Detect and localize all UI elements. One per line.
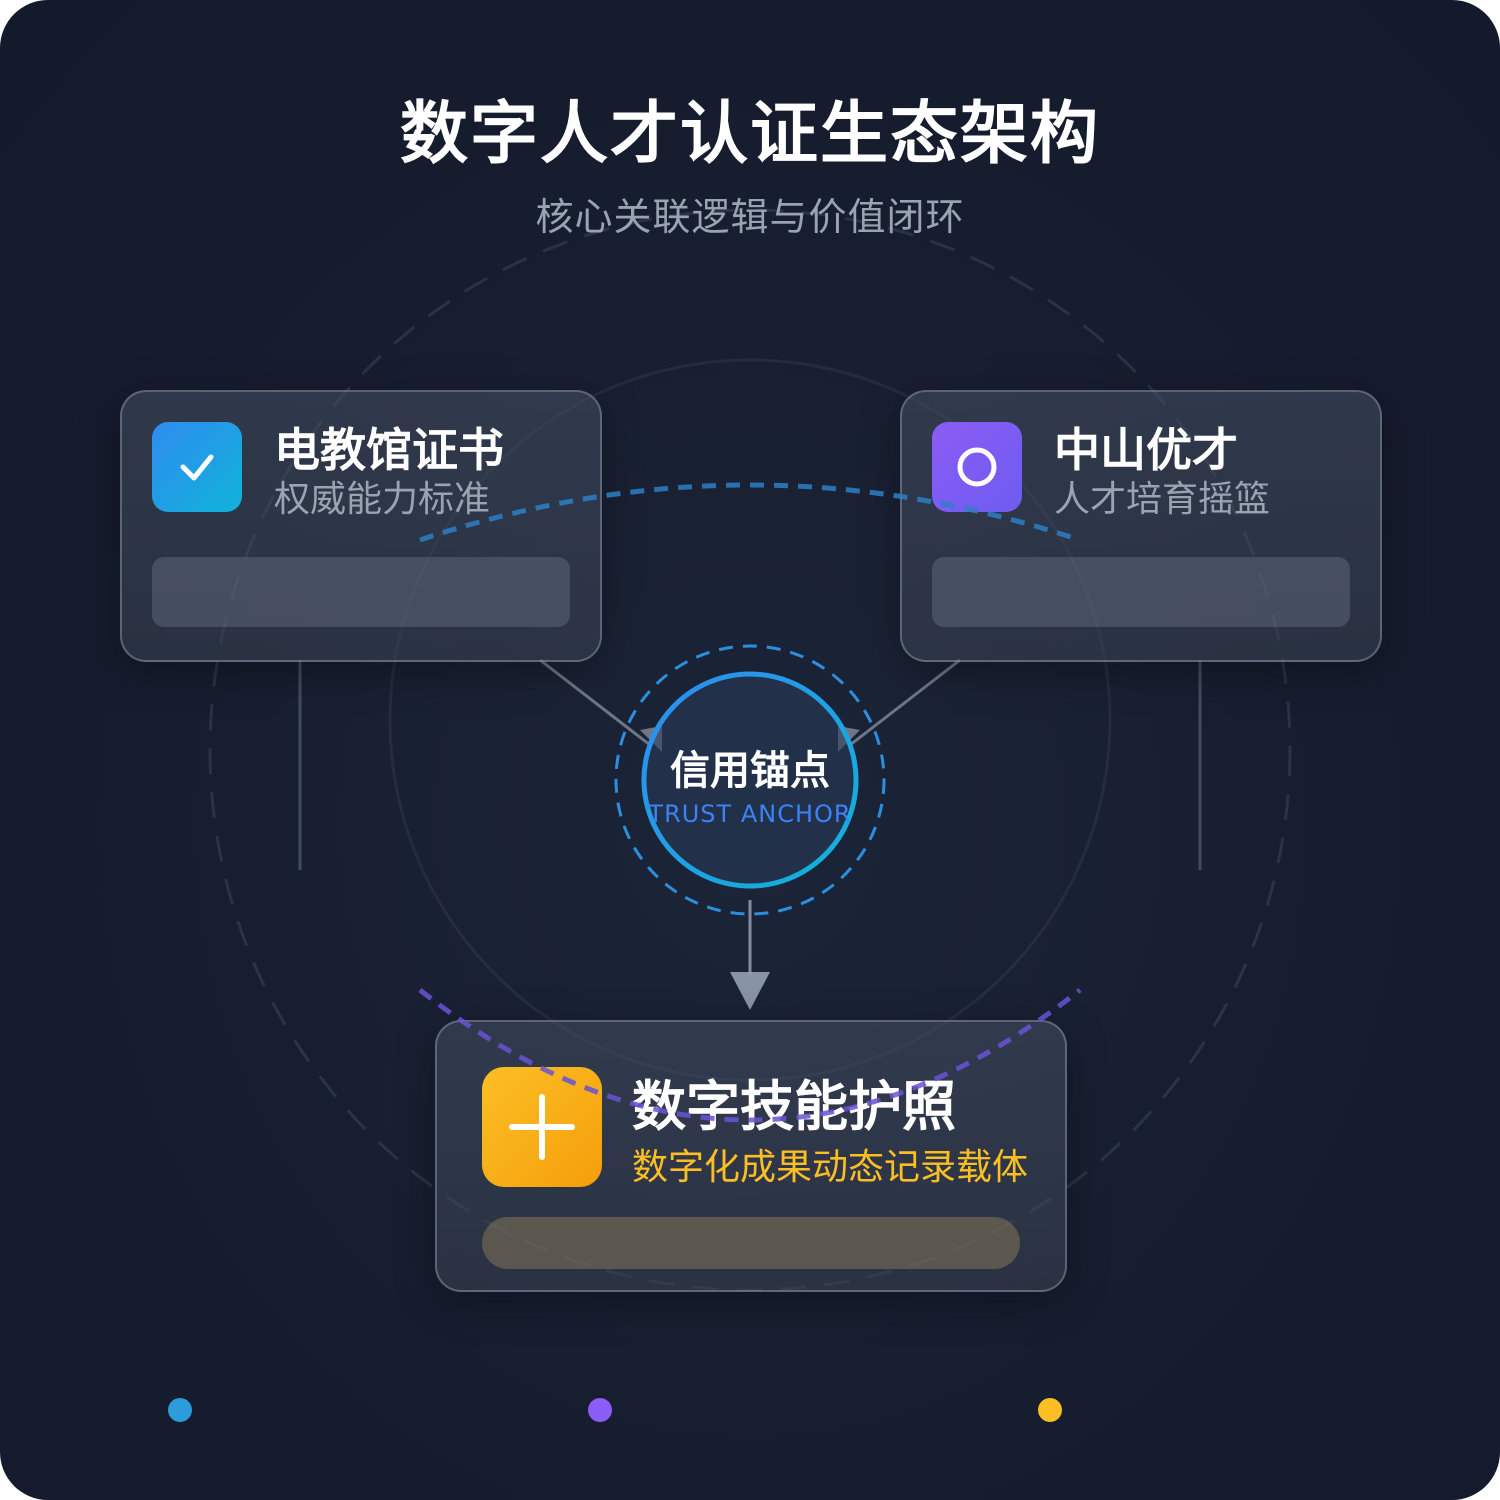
top-dashed-arc xyxy=(419,482,1081,543)
left-connector xyxy=(539,658,651,747)
node-title: 中山优才 xyxy=(1054,423,1238,477)
node-bar xyxy=(932,557,1350,627)
check-icon xyxy=(152,422,242,512)
legend-dot-orange xyxy=(1038,1398,1062,1422)
node-card-certificate[interactable]: 电教馆证书 权威能力标准 xyxy=(120,390,602,662)
legend-dot-purple xyxy=(588,1398,612,1422)
legend-dot-blue xyxy=(168,1398,192,1422)
node-card-talent[interactable]: 中山优才 人才培育摇篮 xyxy=(900,390,1382,662)
node-bar xyxy=(482,1217,1020,1269)
page-subtitle: 核心关联逻辑与价值闭环 xyxy=(535,195,965,239)
node-bar xyxy=(152,557,570,627)
anchor-title: 信用锚点 xyxy=(670,747,830,794)
page-title: 数字人才认证生态架构 xyxy=(399,94,1100,174)
node-subtitle: 人才培育摇篮 xyxy=(1054,479,1271,520)
anchor-glow xyxy=(645,675,855,885)
node-subtitle: 权威能力标准 xyxy=(274,479,491,520)
node-title: 电教馆证书 xyxy=(274,423,504,477)
anchor-dashed-ring xyxy=(614,644,886,916)
plus-icon xyxy=(482,1067,602,1187)
anchor-solid-ring xyxy=(641,671,859,889)
node-title: 数字技能护照 xyxy=(632,1074,956,1138)
node-subtitle: 数字化成果动态记录载体 xyxy=(632,1147,1029,1188)
anchor-subtitle: TRUST ANCHOR xyxy=(648,800,852,828)
right-connector xyxy=(849,658,961,747)
circle-icon xyxy=(932,422,1022,512)
bottom-dashed-arc xyxy=(418,988,1082,1123)
down-arrow-head xyxy=(730,972,770,1010)
